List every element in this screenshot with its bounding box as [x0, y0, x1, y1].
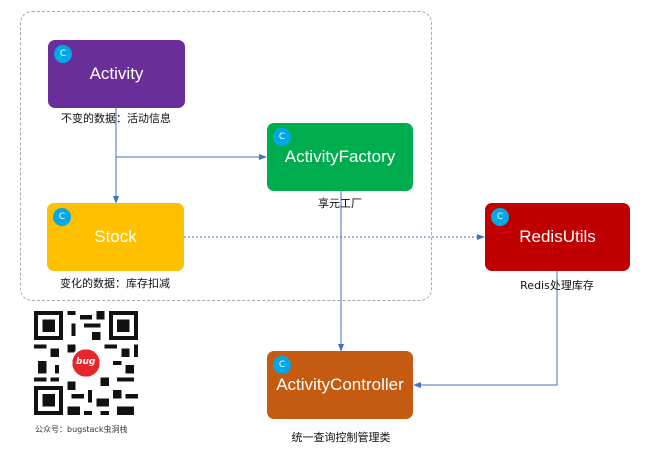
node-label: ActivityController: [276, 375, 404, 394]
caption-activity-controller: 统一查询控制管理类: [291, 431, 391, 444]
watermark-caption: 公众号：bugstack虫洞栈: [35, 425, 128, 434]
caption-activity-factory: 享元工厂: [318, 197, 362, 210]
node-label: Activity: [89, 64, 144, 83]
node-activity[interactable]: C Activity: [48, 40, 185, 108]
node-label: ActivityFactory: [284, 147, 396, 166]
edge-redis-to-controller: [413, 271, 558, 388]
class-badge-icon: C: [273, 356, 291, 374]
qr-code-icon: [34, 311, 138, 415]
caption-stock: 变化的数据：库存扣减: [60, 277, 170, 290]
caption-activity: 不变的数据：活动信息: [61, 112, 171, 125]
qr-logo-text: bug: [76, 357, 96, 367]
class-badge-icon: C: [273, 128, 291, 146]
class-badge-icon: C: [491, 208, 509, 226]
node-activity-factory[interactable]: C ActivityFactory: [267, 123, 413, 191]
caption-redis-utils: Redis处理库存: [520, 279, 594, 292]
node-label: Stock: [94, 227, 137, 246]
class-badge-icon: C: [54, 45, 72, 63]
node-label: RedisUtils: [519, 227, 596, 246]
node-redis-utils[interactable]: C RedisUtils: [485, 203, 630, 271]
class-badge-icon: C: [53, 208, 71, 226]
node-stock[interactable]: C Stock: [47, 203, 184, 271]
node-activity-controller[interactable]: C ActivityController: [267, 351, 413, 419]
flyweight-group-frame: [20, 11, 432, 301]
